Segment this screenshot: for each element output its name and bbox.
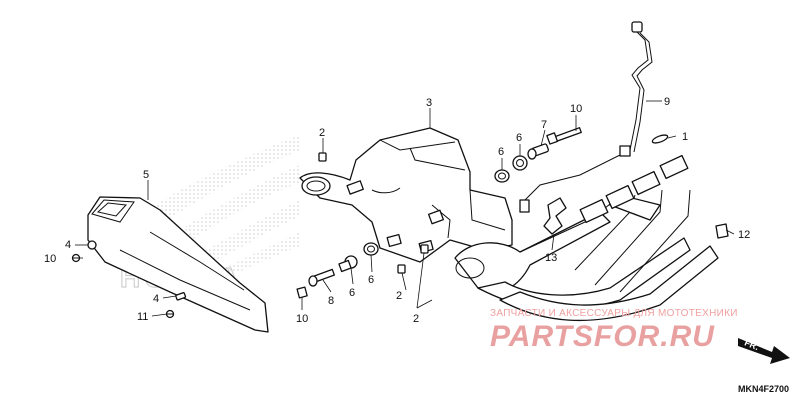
o2-sensor-part-9: [519, 21, 653, 213]
nut-part-2a: [318, 152, 327, 162]
callout-6-left: 6: [349, 287, 355, 299]
leader-lines: [73, 100, 735, 317]
callout-9: 9: [664, 96, 670, 108]
bracket-part-13: [543, 197, 567, 235]
callout-10-top: 10: [570, 103, 582, 115]
callout-2-bottom: 2: [413, 313, 419, 325]
callout-6-mid: 6: [498, 146, 504, 158]
grommet-part-4a: [87, 240, 97, 250]
callout-7: 7: [541, 119, 547, 131]
callout-1: 1: [682, 131, 688, 143]
front-direction-arrow: FR.: [738, 337, 790, 364]
exhaust-chamber-part-3: [299, 127, 513, 263]
grommet-part-6a: [512, 155, 528, 171]
callout-6-top: 6: [516, 132, 522, 144]
callout-13: 13: [545, 252, 557, 264]
bolt-part-8: [308, 268, 336, 287]
collar-part-6d: [338, 255, 358, 273]
callout-12: 12: [738, 229, 750, 241]
callout-2-mid: 2: [396, 290, 402, 302]
collar-part-4b: [175, 292, 187, 301]
diagram-code: MKN4F2700: [738, 384, 789, 394]
callout-2-top: 2: [319, 127, 325, 139]
watermark: ЗАПЧАСТИ И АКСЕССУАРЫ ДЛЯ МОТОТЕХНИКИ PA…: [490, 308, 738, 353]
nut-part-2c: [420, 244, 429, 254]
callout-10-bottom: 10: [296, 313, 308, 325]
bolt-part-10a: [546, 127, 582, 145]
bolt-part-10b: [296, 286, 308, 299]
grommet-part-6b: [494, 169, 510, 183]
silencer-part-5: [87, 196, 269, 333]
exhaust-pipes-part-12: [454, 154, 719, 322]
gasket-part-1: [651, 134, 669, 144]
arrow-icon: [738, 338, 790, 364]
callout-11-top: 10: [44, 253, 56, 265]
grommet-part-6c: [363, 242, 379, 256]
callout-11-bottom: 11: [137, 311, 148, 323]
callout-4-bottom: 4: [153, 293, 159, 305]
callout-3: 3: [426, 97, 432, 109]
clip-part-12: [715, 223, 729, 239]
nut-part-2b: [397, 264, 406, 274]
callout-5: 5: [143, 169, 149, 181]
collar-part-7: [527, 143, 549, 160]
callout-labels: 3 2 5 4 10 4 11 1 9 10 7 6 6 12 13 6 6 8…: [44, 96, 750, 325]
callout-6-right: 6: [368, 274, 374, 286]
callout-8: 8: [328, 295, 334, 307]
callout-4-top: 4: [65, 239, 71, 251]
watermark-caption: ЗАПЧАСТИ И АКСЕССУАРЫ ДЛЯ МОТОТЕХНИКИ: [490, 308, 738, 319]
bolt-part-11b: [165, 309, 175, 319]
watermark-site: PARTSFOR.RU: [490, 320, 715, 353]
